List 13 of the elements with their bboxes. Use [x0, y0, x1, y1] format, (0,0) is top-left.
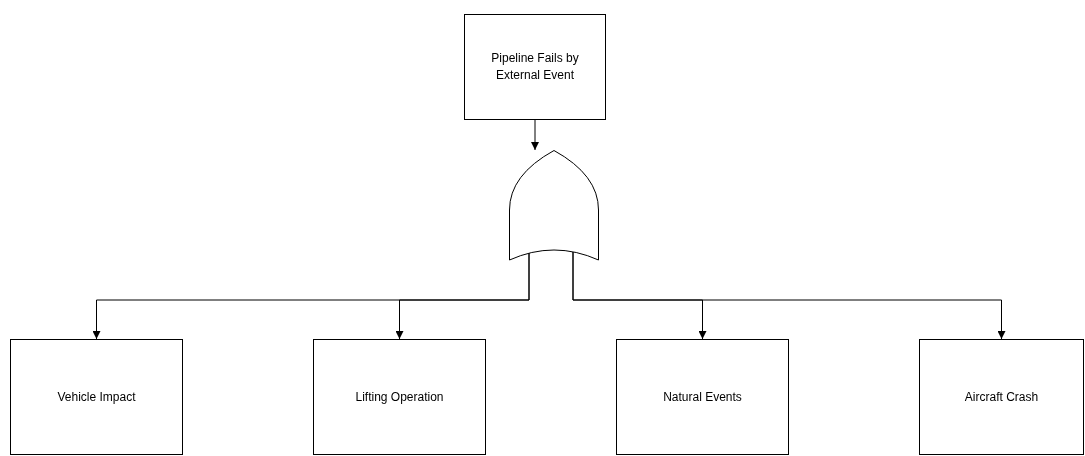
event-box [919, 339, 1084, 455]
event-label: Lifting Operation [354, 388, 445, 406]
event-box [616, 339, 789, 455]
event-label: Aircraft Crash [963, 388, 1040, 406]
event-box [313, 339, 486, 455]
connector-arrow [395, 251, 530, 340]
connector-arrow [531, 119, 539, 151]
event-box [10, 339, 183, 455]
event-box [464, 14, 606, 120]
connector-arrow [572, 251, 1006, 340]
event-label: Pipeline Fails by External Event [490, 50, 580, 84]
event-label: Natural Events [662, 388, 743, 406]
event-label: Vehicle Impact [56, 388, 137, 406]
